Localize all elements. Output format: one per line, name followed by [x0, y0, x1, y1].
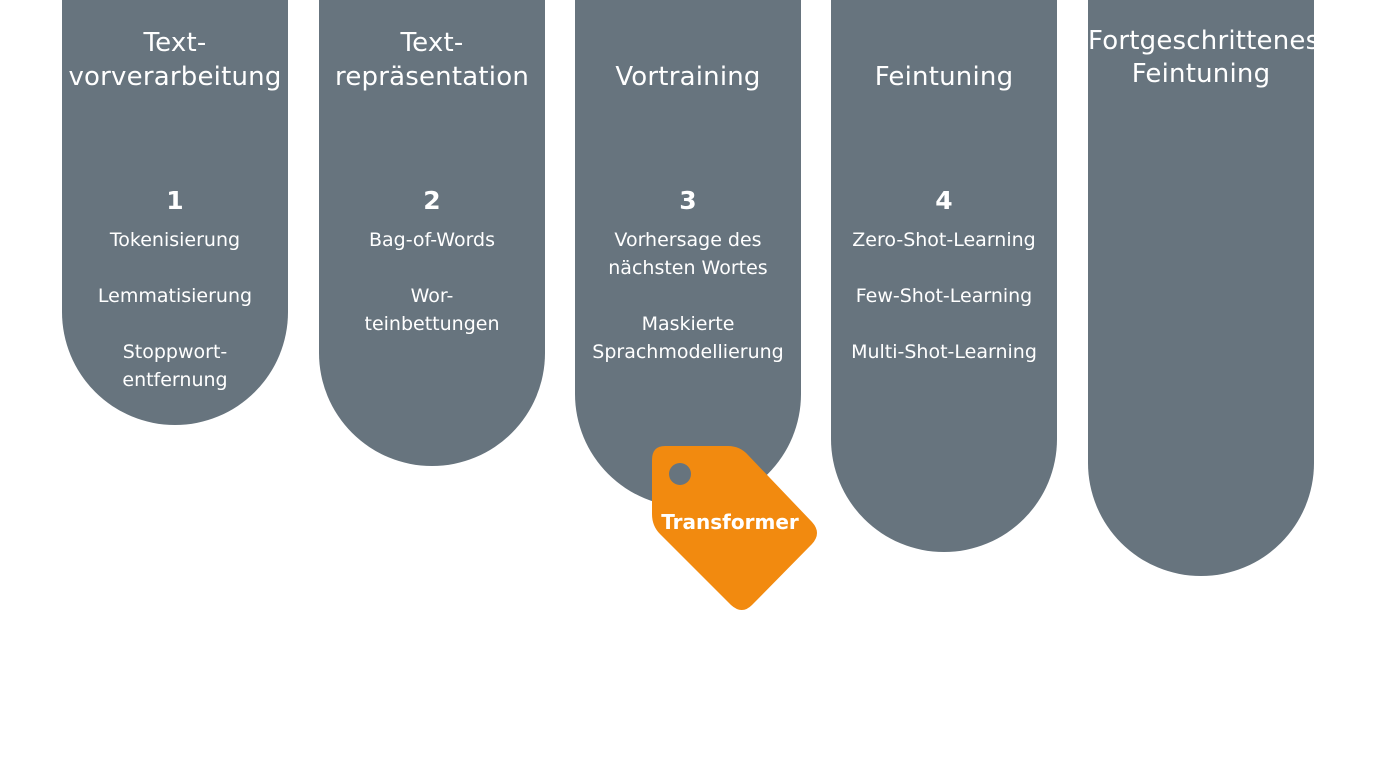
- transformer-tag-label: Transformer: [661, 510, 799, 534]
- stage-3-number: 3: [679, 186, 697, 215]
- stage-4-item-multi-shot: Multi-Shot-Learning: [851, 341, 1037, 363]
- stage-column-3: Vortraining 3 Vorhersage des nächsten Wo…: [575, 0, 801, 507]
- stage-1-item-stoppwort-line-2: entfernung: [122, 369, 228, 391]
- stage-1-number: 1: [166, 186, 184, 215]
- stage-1-item-tokenisierung: Tokenisierung: [109, 229, 241, 251]
- stage-1-item-stoppwort-line-1: Stoppwort-: [122, 341, 228, 363]
- stage-5-title-line-2: Feintuning: [1131, 59, 1271, 89]
- stage-2-number: 2: [423, 186, 441, 215]
- stage-1-item-lemmatisierung: Lemmatisierung: [97, 285, 253, 307]
- stage-1-title-line-1: Text-: [143, 28, 207, 58]
- stage-3-item-maskierte-line-2: Sprachmodellierung: [592, 341, 784, 363]
- stage-2-item-bag-of-words: Bag-of-Words: [368, 229, 496, 251]
- stage-3-title: Vortraining: [615, 62, 761, 92]
- stage-5-title-line-1: Fortgeschrittenes: [1088, 26, 1320, 56]
- stage-3-item-maskierte-line-1: Maskierte: [641, 313, 735, 335]
- stage-4-number: 4: [935, 186, 953, 215]
- stage-3-item-vorhersage-line-1: Vorhersage des: [614, 229, 762, 251]
- stage-column-2: Text- repräsentation 2 Bag-of-Words Wor-…: [319, 0, 545, 466]
- stage-column-5: Fortgeschrittenes Feintuning: [1088, 0, 1320, 576]
- stage-column-4: Feintuning 4 Zero-Shot-Learning Few-Shot…: [831, 0, 1057, 552]
- stage-4-item-few-shot: Few-Shot-Learning: [855, 285, 1033, 307]
- stage-2-title-line-1: Text-: [400, 28, 464, 58]
- stage-3-item-vorhersage-line-2: nächsten Wortes: [608, 257, 768, 279]
- stage-4-item-zero-shot: Zero-Shot-Learning: [852, 229, 1036, 251]
- stage-2-title-line-2: repräsentation: [335, 62, 529, 92]
- stage-4-title: Feintuning: [874, 62, 1014, 92]
- stage-column-1: Text- vorverarbeitung 1 Tokenisierung Le…: [62, 0, 288, 425]
- stage-1-title-line-2: vorverarbeitung: [68, 62, 282, 92]
- stage-2-item-worteinbettungen-line-2: teinbettungen: [364, 313, 500, 335]
- stage-2-item-worteinbettungen-line-1: Wor-: [410, 285, 454, 307]
